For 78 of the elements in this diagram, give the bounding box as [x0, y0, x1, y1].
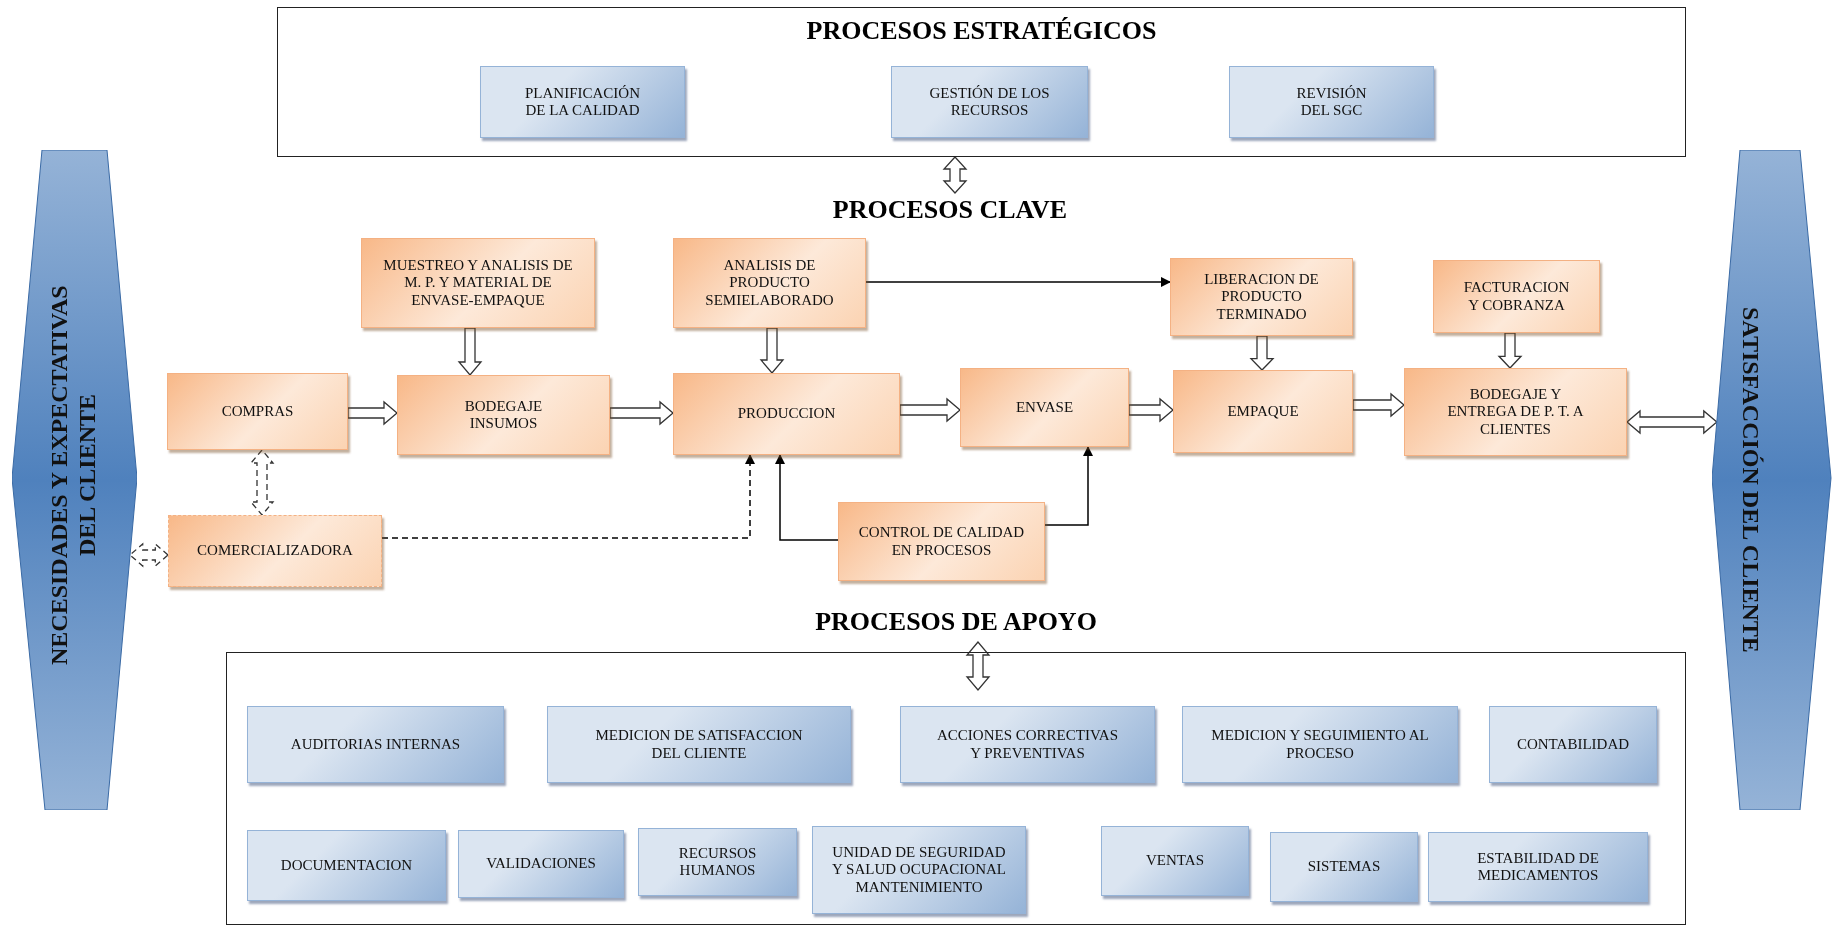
- process-box: [167, 373, 348, 450]
- box-label: REVISIÓN DEL SGC: [1295, 84, 1368, 120]
- process-box: [1489, 706, 1657, 783]
- arrow: [965, 641, 991, 691]
- box-label: MUESTREO Y ANALISIS DE M. P. Y MATERIAL DE ENVASE-EMPAQUE: [382, 257, 574, 309]
- process-box: [547, 706, 851, 783]
- arrow: [942, 156, 968, 194]
- arrow: [1044, 445, 1094, 526]
- box-label: MEDICION Y SEGUIMIENTO AL PROCESO: [1210, 727, 1430, 762]
- process-box: [1101, 826, 1249, 896]
- process-box: [900, 706, 1155, 783]
- arrow: [347, 400, 398, 426]
- group-heading: PROCESOS ESTRATÉGICOS: [805, 16, 1158, 46]
- arrow: [865, 276, 1172, 288]
- process-box: [1404, 368, 1627, 456]
- process-box: [1270, 832, 1418, 902]
- banner-label: NECESIDADES Y EXPECTATIVAS DEL CLIENTE: [46, 284, 101, 667]
- box-label: MEDICION DE SATISFACCION DEL CLIENTE: [594, 727, 804, 762]
- banner-label: SATISFACCIÓN DEL CLIENTE: [1736, 306, 1764, 655]
- arrow: [1626, 409, 1718, 435]
- box-label: GESTIÓN DE LOS RECURSOS: [928, 84, 1051, 120]
- section-heading: PROCESOS CLAVE: [800, 193, 1100, 227]
- arrow: [1128, 397, 1174, 423]
- arrow: [759, 327, 785, 374]
- box-label: PLANIFICACIÓN DE LA CALIDAD: [524, 84, 641, 120]
- arrow: [129, 542, 169, 568]
- process-box: [673, 373, 900, 455]
- arrow: [381, 453, 756, 539]
- process-box: [247, 830, 446, 901]
- arrow: [249, 449, 275, 516]
- box-label: ESTABILIDAD DE MEDICAMENTOS: [1476, 849, 1600, 885]
- arrow: [457, 327, 483, 376]
- process-box: [168, 515, 382, 587]
- process-box: [1428, 832, 1648, 902]
- box-label: FACTURACION Y COBRANZA: [1462, 279, 1571, 314]
- arrow: [1249, 335, 1275, 371]
- box-label: ACCIONES CORRECTIVAS Y PREVENTIVAS: [936, 727, 1119, 762]
- box-label: DOCUMENTACION: [279, 856, 414, 875]
- arrow: [1497, 332, 1523, 369]
- process-box: [247, 706, 504, 783]
- process-box: [361, 238, 595, 328]
- group-heading: PROCESOS DE APOYO: [814, 607, 1098, 637]
- box-label: LIBERACION DE PRODUCTO TERMINADO: [1203, 271, 1320, 323]
- process-box: [1173, 370, 1353, 453]
- process-box: [960, 368, 1129, 447]
- box-label: EMPAQUE: [1226, 402, 1300, 421]
- arrow: [609, 400, 674, 426]
- box-label: COMPRAS: [220, 402, 295, 421]
- box-label: BODEGAJE Y ENTREGA DE P. T. A CLIENTES: [1446, 386, 1585, 438]
- process-box: [1433, 260, 1600, 333]
- process-box: [838, 502, 1045, 581]
- arrow: [774, 453, 839, 541]
- box-label: ANALISIS DE PRODUCTO SEMIELABORADO: [704, 257, 835, 309]
- process-box: [480, 66, 685, 138]
- box-label: VENTAS: [1145, 852, 1205, 870]
- box-label: BODEGAJE INSUMOS: [463, 397, 544, 433]
- box-label: PRODUCCION: [736, 405, 837, 423]
- process-box: [1170, 258, 1353, 336]
- process-box: [638, 828, 797, 896]
- group-frame: [277, 7, 1686, 157]
- box-label: COMERCIALIZADORA: [196, 542, 354, 560]
- box-label: SISTEMAS: [1306, 858, 1382, 876]
- process-box: [397, 375, 610, 455]
- process-box: [673, 238, 866, 328]
- process-box: [1229, 66, 1434, 138]
- process-box: [1182, 706, 1458, 783]
- box-label: ENVASE: [1014, 398, 1075, 417]
- box-label: VALIDACIONES: [485, 855, 597, 873]
- box-label: AUDITORIAS INTERNAS: [289, 735, 462, 754]
- arrow: [1352, 392, 1405, 418]
- box-label: CONTABILIDAD: [1515, 735, 1631, 754]
- box-label: RECURSOS HUMANOS: [677, 844, 758, 880]
- arrow: [899, 397, 961, 423]
- box-label: CONTROL DE CALIDAD EN PROCESOS: [857, 524, 1026, 559]
- box-label: UNIDAD DE SEGURIDAD Y SALUD OCUPACIONAL MANTENIMIENTO: [831, 844, 1007, 896]
- process-box: [458, 830, 624, 898]
- process-box: [812, 826, 1026, 914]
- process-box: [891, 66, 1088, 138]
